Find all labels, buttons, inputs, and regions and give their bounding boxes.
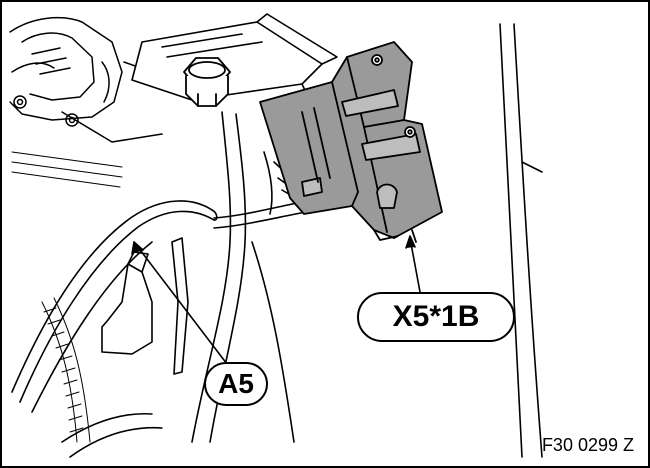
harness-clip	[101, 237, 189, 375]
body-panel	[499, 23, 543, 458]
hex-bolt	[183, 57, 231, 107]
mounting-bracket	[131, 13, 338, 153]
connector-module	[259, 41, 443, 243]
callout-harness-label: A5	[204, 362, 268, 406]
wiring-harness	[11, 111, 308, 458]
leader-lines	[131, 235, 421, 365]
figure-code: F30 0299 Z	[541, 435, 634, 455]
corrugated-conduit	[11, 151, 123, 443]
callout-connector-label: X5*1B	[357, 292, 515, 342]
